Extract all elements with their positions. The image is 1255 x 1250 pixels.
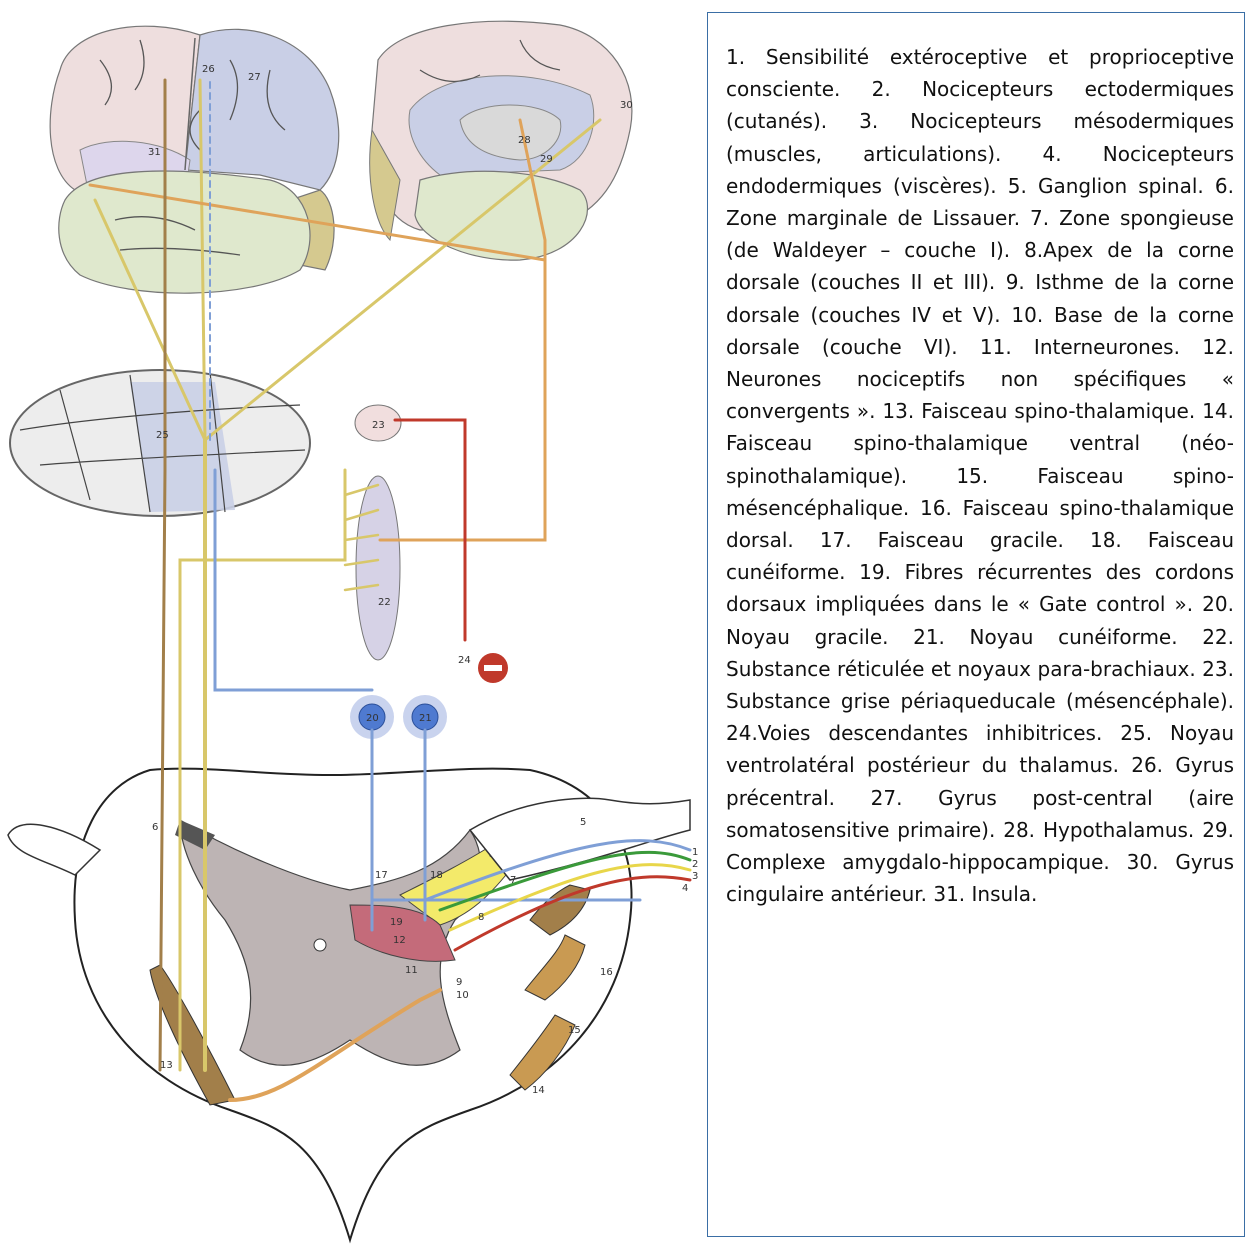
red-descending — [395, 420, 465, 640]
label-30: 30 — [620, 100, 633, 111]
lateral-brain — [50, 26, 339, 293]
label-22: 22 — [378, 597, 391, 608]
label-4: 4 — [682, 883, 688, 894]
label-24: 24 — [458, 655, 471, 666]
label-10: 10 — [456, 990, 469, 1001]
label-23: 23 — [372, 420, 385, 431]
label-7: 7 — [510, 875, 516, 886]
inhibition-symbol — [478, 653, 508, 683]
label-5: 5 — [580, 817, 586, 828]
label-25: 25 — [156, 430, 169, 441]
medial-brain — [370, 21, 632, 260]
label-18: 18 — [430, 870, 443, 881]
label-3: 3 — [692, 871, 698, 882]
label-31: 31 — [148, 147, 161, 158]
label-26: 26 — [202, 64, 215, 75]
label-9: 9 — [456, 977, 462, 988]
label-27: 27 — [248, 72, 261, 83]
temporal-lobe — [59, 171, 310, 293]
label-21: 21 — [419, 713, 432, 724]
label-15: 15 — [568, 1025, 581, 1036]
label-2: 2 — [692, 859, 698, 870]
medial-temporal — [415, 171, 588, 260]
label-1: 1 — [692, 847, 698, 858]
label-28: 28 — [518, 135, 531, 146]
parietal-lobe — [185, 29, 339, 190]
label-14: 14 — [532, 1085, 545, 1096]
pain-pathways-diagram: 26 27 31 30 28 29 25 23 22 24 20 21 5 1 … — [0, 0, 700, 1250]
label-19: 19 — [390, 917, 403, 928]
label-11: 11 — [405, 965, 418, 976]
label-29: 29 — [540, 154, 553, 165]
label-12: 12 — [393, 935, 406, 946]
reticular-formation — [356, 476, 400, 660]
label-13: 13 — [160, 1060, 173, 1071]
label-6: 6 — [152, 822, 158, 833]
legend-box: 1. Sensibilité extéroceptive et proprioc… — [707, 12, 1245, 1237]
label-16: 16 — [600, 967, 613, 978]
label-8: 8 — [478, 912, 484, 923]
legend-text: 1. Sensibilité extéroceptive et proprioc… — [726, 41, 1234, 910]
label-17: 17 — [375, 870, 388, 881]
label-20: 20 — [366, 713, 379, 724]
